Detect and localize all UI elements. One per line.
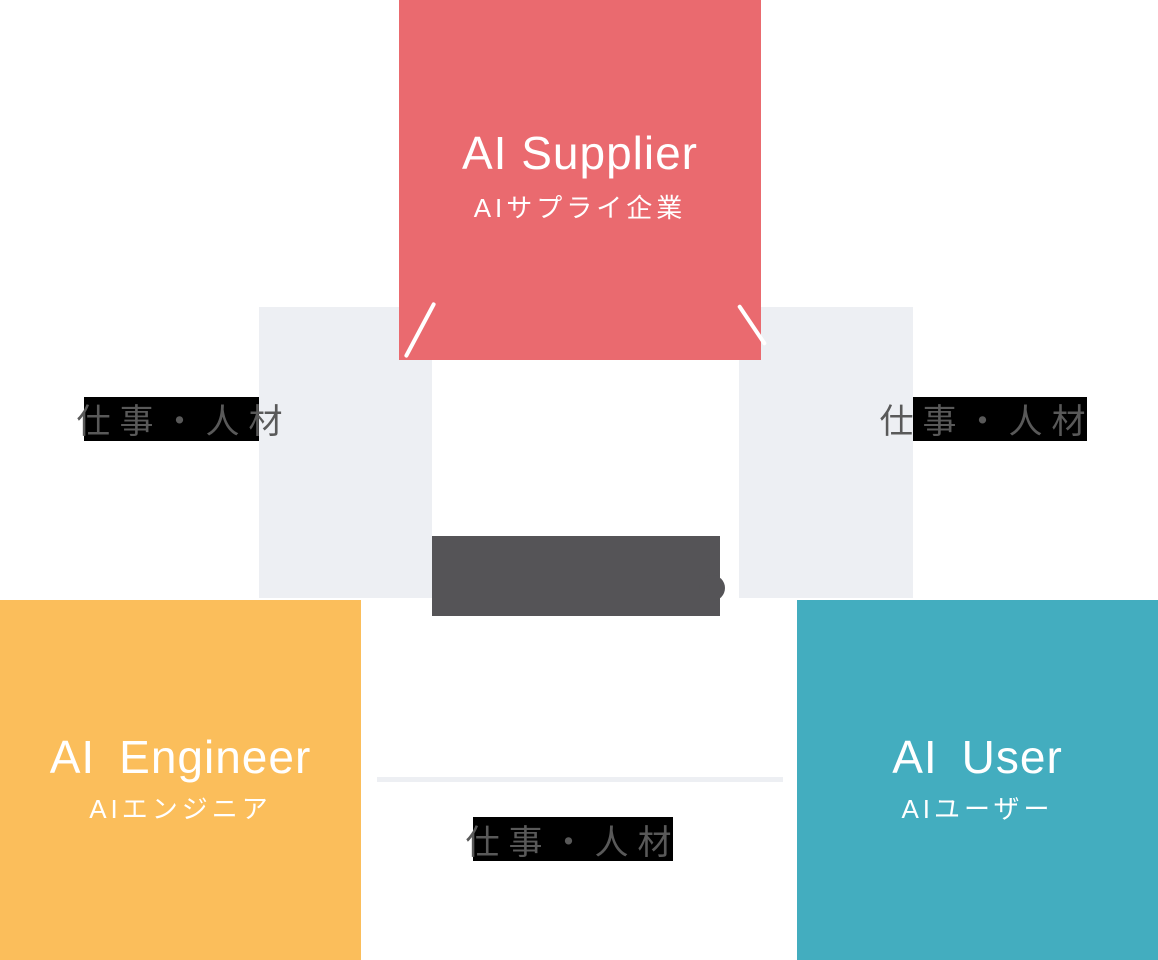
center-logo-body bbox=[432, 536, 720, 616]
node-ai-engineer: AI Engineer AIエンジニア bbox=[0, 600, 361, 960]
label-highlight-right bbox=[887, 397, 1087, 441]
edge-label-bottom: 仕事・人材 bbox=[465, 823, 681, 862]
node-ai-supplier: AI Supplier AIサプライ企業 bbox=[399, 0, 761, 360]
center-logo bbox=[432, 536, 725, 616]
node-ai-supplier-title: AI Supplier bbox=[461, 127, 698, 179]
node-ai-supplier-subtitle: AIサプライ企業 bbox=[473, 193, 687, 223]
node-ai-user-subtitle: AIユーザー bbox=[901, 794, 1054, 824]
label-highlight-bottom bbox=[473, 817, 673, 861]
center-logo-dot bbox=[699, 575, 725, 601]
edge-label-right: 仕事・人材 bbox=[879, 402, 1095, 441]
node-ai-user: AI User AIユーザー bbox=[797, 600, 1158, 960]
connector-line-bottom bbox=[377, 777, 783, 782]
node-ai-engineer-title: AI Engineer bbox=[49, 731, 312, 783]
node-ai-user-title: AI User bbox=[892, 731, 1063, 783]
edge-label-left: 仕事・人材 bbox=[76, 402, 292, 441]
connector-band-right bbox=[739, 307, 913, 598]
node-ai-engineer-subtitle: AIエンジニア bbox=[89, 794, 272, 824]
label-highlight-left bbox=[84, 397, 284, 441]
